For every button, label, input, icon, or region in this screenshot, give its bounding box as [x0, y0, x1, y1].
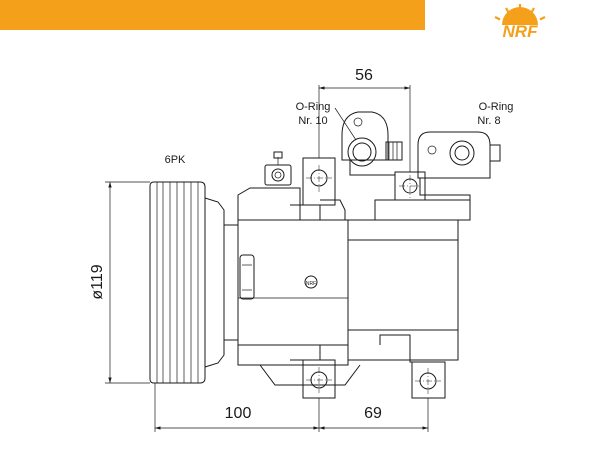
pressure-switch [264, 151, 292, 186]
dimension-pulley-diameter: ø119 [89, 181, 150, 384]
belt-label: 6PK [165, 154, 186, 166]
discharge-port [417, 131, 501, 200]
mounting-ear-bottom-left [302, 359, 336, 399]
nrf-logo: NRF [494, 4, 546, 41]
oring-nr8-note: O-Ring Nr. 8 [477, 101, 513, 127]
pulley [149, 181, 239, 384]
suction-port [341, 111, 403, 200]
header-brand-bar [0, 0, 425, 30]
mounting-ear-top-left [302, 157, 336, 206]
oring-nr10-note: O-Ring Nr. 10 [296, 101, 357, 141]
dimension-bottom-right-label: 69 [364, 405, 382, 422]
dimension-bottom-right: 69 [319, 398, 429, 432]
dimension-pulley-diameter-label: ø119 [89, 264, 106, 299]
oring-left-line1: O-Ring [296, 101, 331, 113]
dimension-bottom-left-label: 100 [225, 405, 252, 422]
dimension-bottom-left: 100 [154, 383, 320, 432]
logo-text: NRF [503, 22, 539, 41]
oring-right-line1: O-Ring [479, 101, 514, 113]
nrf-sun-icon [494, 4, 546, 25]
dimension-top-width-label: 56 [355, 67, 373, 84]
svg-text:NRF: NRF [306, 281, 316, 287]
compressor-body: NRF [237, 187, 471, 386]
mounting-ear-bottom-right [411, 361, 446, 399]
oring-right-line2: Nr. 8 [477, 115, 500, 127]
dimension-top-width: 56 [318, 67, 411, 172]
oring-left-line2: Nr. 10 [298, 115, 327, 127]
